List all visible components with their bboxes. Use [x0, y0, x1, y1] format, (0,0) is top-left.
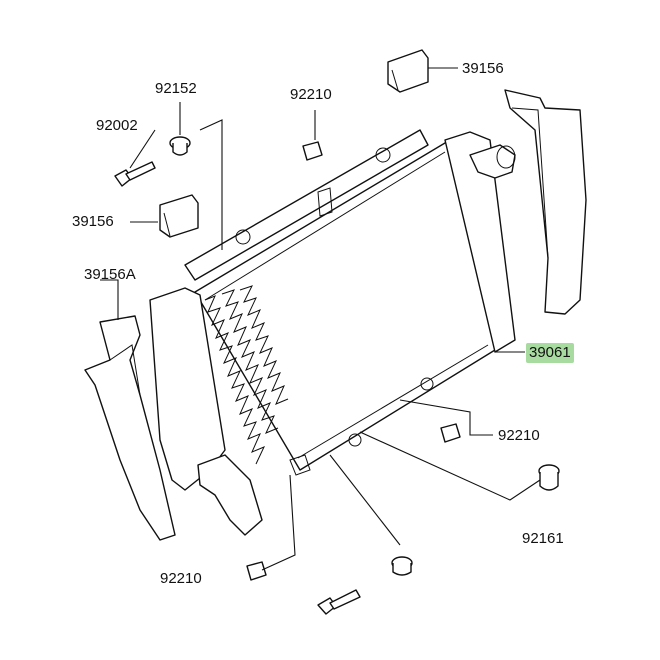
leader-lines	[100, 67, 541, 571]
callout-39061: 39061	[526, 343, 574, 363]
bolt-bottom	[317, 589, 361, 615]
callout-39156-top: 39156	[462, 60, 504, 77]
nut-bottom	[246, 561, 267, 581]
callout-39156-left: 39156	[72, 213, 114, 230]
pad-left	[159, 194, 199, 238]
callout-92210-right: 92210	[498, 427, 540, 444]
shroud-right	[504, 89, 587, 315]
nut-top	[302, 141, 323, 161]
bolt-top	[114, 161, 156, 187]
callout-92210-bottom: 92210	[160, 570, 202, 587]
grommet-right	[538, 464, 560, 491]
callout-39156A: 39156A	[84, 266, 136, 283]
radiator-assembly	[149, 129, 516, 536]
callout-92002: 92002	[96, 117, 138, 134]
callout-92161: 92161	[522, 530, 564, 547]
radiator-fins	[204, 285, 289, 465]
collar-bottom	[391, 556, 413, 576]
callout-92210-top: 92210	[290, 86, 332, 103]
nut-right	[440, 423, 461, 443]
shroud-left	[84, 315, 176, 541]
collar-top	[169, 136, 191, 156]
pad-top-right	[387, 49, 429, 93]
callout-92152: 92152	[155, 80, 197, 97]
